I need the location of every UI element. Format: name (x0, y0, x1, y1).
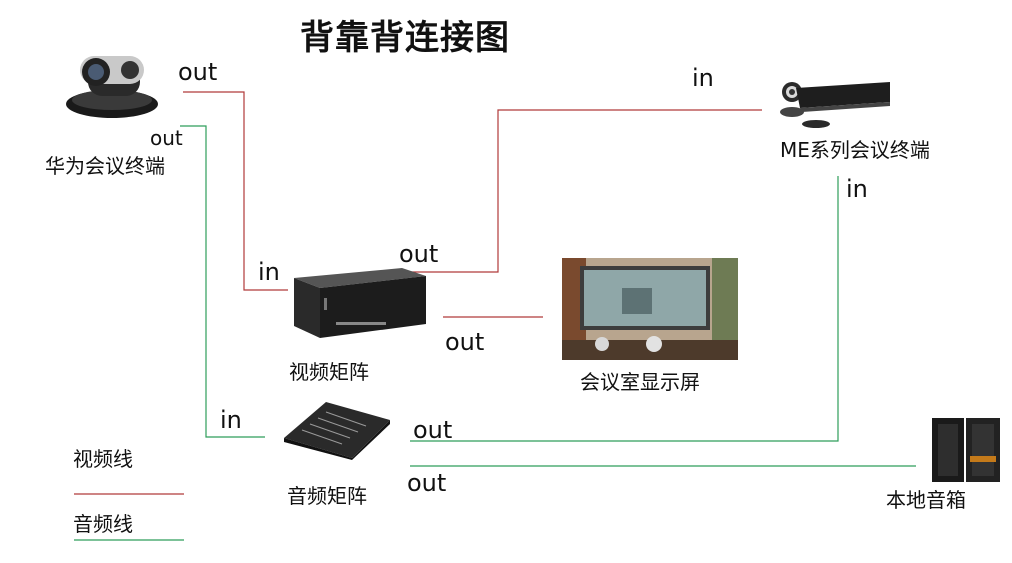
huawei-out-video-label: out (178, 58, 218, 86)
audio-matrix-in-label: in (220, 406, 242, 434)
me-terminal-image (780, 82, 890, 128)
huawei-camera-image (66, 56, 158, 118)
video-matrix-out-to-display-label: out (445, 328, 485, 356)
video-matrix-label: 视频矩阵 (289, 360, 369, 384)
audio-matrix-out-to-me-label: out (413, 416, 453, 444)
legend-video-label: 视频线 (73, 447, 133, 471)
local-speaker-image (932, 418, 1000, 482)
room-display-label: 会议室显示屏 (580, 370, 700, 394)
video-line-matrix-to-me (405, 109, 762, 273)
huawei-terminal-label: 华为会议终端 (45, 154, 165, 178)
legend-audio-label: 音频线 (73, 512, 133, 536)
huawei-out-audio-label: out (150, 126, 183, 150)
video-matrix-image (294, 268, 426, 338)
audio-matrix-label: 音频矩阵 (287, 484, 367, 508)
video-matrix-out-to-me-label: out (399, 240, 439, 268)
diagram-title: 背靠背连接图 (300, 18, 510, 58)
video-matrix-in-label: in (258, 258, 280, 286)
local-speaker-label: 本地音箱 (886, 488, 966, 512)
me-in-audio-label: in (846, 175, 868, 203)
me-in-video-label: in (692, 64, 714, 92)
room-display-image (562, 258, 738, 360)
audio-matrix-image (284, 402, 390, 460)
audio-line-audio-matrix-to-me (410, 176, 839, 442)
audio-line-huawei-to-audio-matrix (180, 125, 265, 438)
me-terminal-label: ME系列会议终端 (780, 138, 930, 162)
audio-matrix-out-to-speaker-label: out (407, 469, 447, 497)
video-line-huawei-to-matrix (183, 91, 288, 291)
